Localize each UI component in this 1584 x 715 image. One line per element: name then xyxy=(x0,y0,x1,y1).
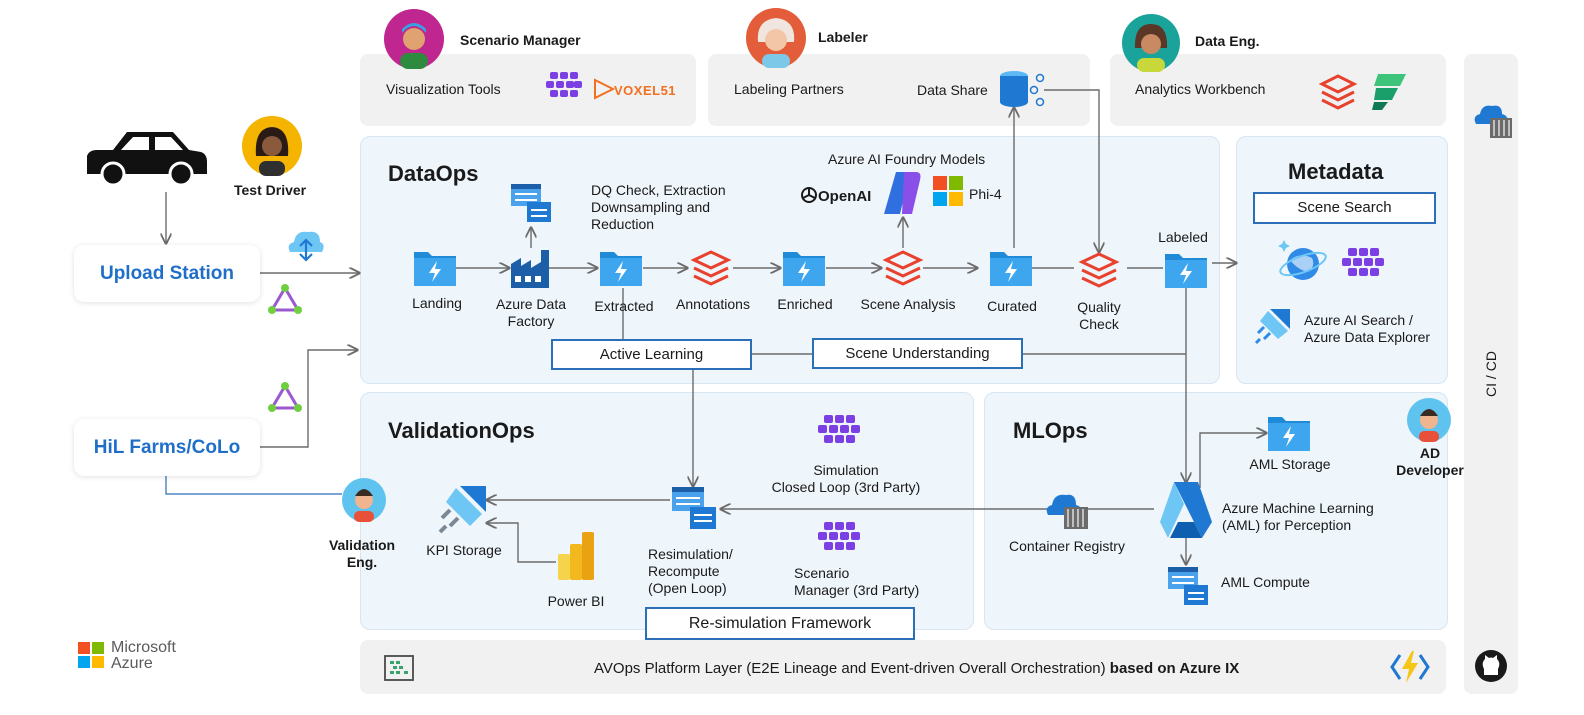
kpi-storage-icon xyxy=(438,486,486,534)
synapse-icon xyxy=(546,72,582,97)
stage-scene-analysis: Scene Analysis xyxy=(860,296,956,312)
synapse-simulation-icon xyxy=(818,415,860,443)
labeler-label: Labeler xyxy=(818,29,868,45)
cloud-container-icon xyxy=(1474,105,1512,138)
scenario-manager-3p-label: Scenario Manager (3rd Party) xyxy=(794,565,920,598)
platform-text-bold: based on Azure IX xyxy=(1109,660,1240,677)
data-lake-icon xyxy=(414,252,456,286)
ad-developer-label: AD Developer xyxy=(1396,445,1464,478)
data-lake-enriched-icon xyxy=(783,252,825,286)
stage-labeled: Labeled xyxy=(1158,229,1208,245)
scene-search-box: Scene Search xyxy=(1253,192,1436,224)
resimulation-label: Resimulation/ Recompute (Open Loop) xyxy=(648,546,733,596)
validation-eng-avatar-icon xyxy=(342,478,386,522)
aml-storage-label: AML Storage xyxy=(1249,456,1331,472)
brand-line2: Azure xyxy=(111,655,153,672)
aml-compute-label: AML Compute xyxy=(1221,574,1310,590)
labeler-avatar-icon xyxy=(746,8,806,68)
github-icon[interactable] xyxy=(1474,649,1508,683)
data-share-icon xyxy=(1000,71,1045,107)
stage-extracted: Extracted xyxy=(594,298,654,314)
scenario-manager-avatar-icon xyxy=(384,9,444,69)
car-icon xyxy=(87,132,207,187)
foundry-title: Azure AI Foundry Models xyxy=(828,151,986,167)
platform-text: AVOps Platform Layer (E2E Lineage and Ev… xyxy=(594,660,1239,677)
databricks-annotations-icon xyxy=(690,250,732,286)
azure-ix-icon xyxy=(384,655,414,681)
phi4-label: Phi-4 xyxy=(969,186,1002,202)
azure-ai-foundry-icon xyxy=(884,172,921,214)
stage-curated: Curated xyxy=(987,298,1037,314)
power-bi-label: Power BI xyxy=(547,593,605,609)
cicd-label: CI / CD xyxy=(1483,351,1499,397)
dataops-title: DataOps xyxy=(388,161,479,186)
aml-compute-icon xyxy=(1168,567,1208,605)
stage-annotations: Annotations xyxy=(676,296,750,312)
microsoft-phi-icon xyxy=(933,176,963,206)
synapse-metadata-icon xyxy=(1342,248,1384,276)
analytics-workbench-label: Analytics Workbench xyxy=(1135,81,1266,97)
batch-resim-icon xyxy=(672,487,716,529)
databricks-icon xyxy=(1318,74,1358,110)
iot-hub-icon-2 xyxy=(268,382,302,412)
search-label: Azure AI Search / Azure Data Explorer xyxy=(1304,312,1431,345)
aml-storage-icon xyxy=(1268,417,1310,451)
data-lake-labeled-icon xyxy=(1165,254,1207,288)
data-eng-avatar-icon xyxy=(1122,14,1180,72)
cicd-bar xyxy=(1464,54,1518,694)
metadata-title: Metadata xyxy=(1288,159,1384,184)
voxel51-logo-icon xyxy=(594,78,616,100)
cosmos-db-icon xyxy=(1278,240,1327,280)
hil-farms-label: HiL Farms/CoLo xyxy=(93,437,241,458)
hil-farms-button[interactable]: HiL Farms/CoLo xyxy=(74,419,260,476)
data-factory-icon xyxy=(511,250,549,288)
data-eng-label: Data Eng. xyxy=(1195,33,1260,49)
data-lake-curated-icon xyxy=(990,252,1032,286)
batch-icon xyxy=(511,184,551,222)
microsoft-logo-icon xyxy=(78,642,104,668)
databricks-quality-icon xyxy=(1078,252,1120,288)
resim-framework-box: Re-simulation Framework xyxy=(645,607,915,640)
openai-icon xyxy=(801,187,817,203)
azure-functions-icon xyxy=(1390,651,1430,683)
data-explorer-icon xyxy=(1254,309,1290,345)
container-registry-label: Container Registry xyxy=(1009,538,1125,554)
azure-ml-icon xyxy=(1160,482,1212,538)
data-share-label: Data Share xyxy=(917,82,988,98)
brand-line1: Microsoft xyxy=(111,639,176,656)
test-driver-label: Test Driver xyxy=(234,182,307,198)
power-bi-icon xyxy=(558,532,594,580)
platform-text-main: AVOps Platform Layer (E2E Lineage and Ev… xyxy=(594,660,1110,677)
fabric-icon xyxy=(1372,74,1406,110)
container-registry-icon xyxy=(1046,494,1088,529)
labeling-partners-label: Labeling Partners xyxy=(734,81,844,97)
visualization-tools-label: Visualization Tools xyxy=(386,81,501,97)
stage-enriched: Enriched xyxy=(777,296,833,312)
stage-landing: Landing xyxy=(412,295,462,311)
databricks-scene-analysis-icon xyxy=(882,250,924,286)
upload-station-button[interactable]: Upload Station xyxy=(74,245,260,302)
stage-adf: Azure Data Factory xyxy=(495,296,567,329)
voxel51-label: VOXEL51 xyxy=(614,83,677,98)
synapse-scenario-icon xyxy=(818,522,860,550)
validationops-title: ValidationOps xyxy=(388,418,535,443)
validation-eng-label: Validation Eng. xyxy=(328,537,396,570)
openai-label: OpenAI xyxy=(818,188,872,205)
dq-note: DQ Check, Extraction Downsampling and Re… xyxy=(591,182,726,232)
ad-developer-avatar-icon xyxy=(1407,398,1451,442)
active-learning-box: Active Learning xyxy=(551,339,752,370)
mlops-title: MLOps xyxy=(1013,418,1088,443)
cloud-upload-icon xyxy=(288,231,324,262)
simulation-label: Simulation Closed Loop (3rd Party) xyxy=(771,462,921,495)
iot-hub-icon xyxy=(268,284,302,314)
scene-understanding-box: Scene Understanding xyxy=(812,338,1023,369)
aml-label: Azure Machine Learning (AML) for Percept… xyxy=(1222,500,1374,533)
stage-quality-check: Quality Check xyxy=(1077,299,1121,332)
kpi-storage-label: KPI Storage xyxy=(426,542,502,558)
upload-station-label: Upload Station xyxy=(99,263,235,284)
platform-bar xyxy=(360,640,1446,694)
data-lake-extracted-icon xyxy=(600,252,642,286)
test-driver-avatar-icon xyxy=(242,116,302,176)
scenario-manager-label: Scenario Manager xyxy=(460,32,581,48)
